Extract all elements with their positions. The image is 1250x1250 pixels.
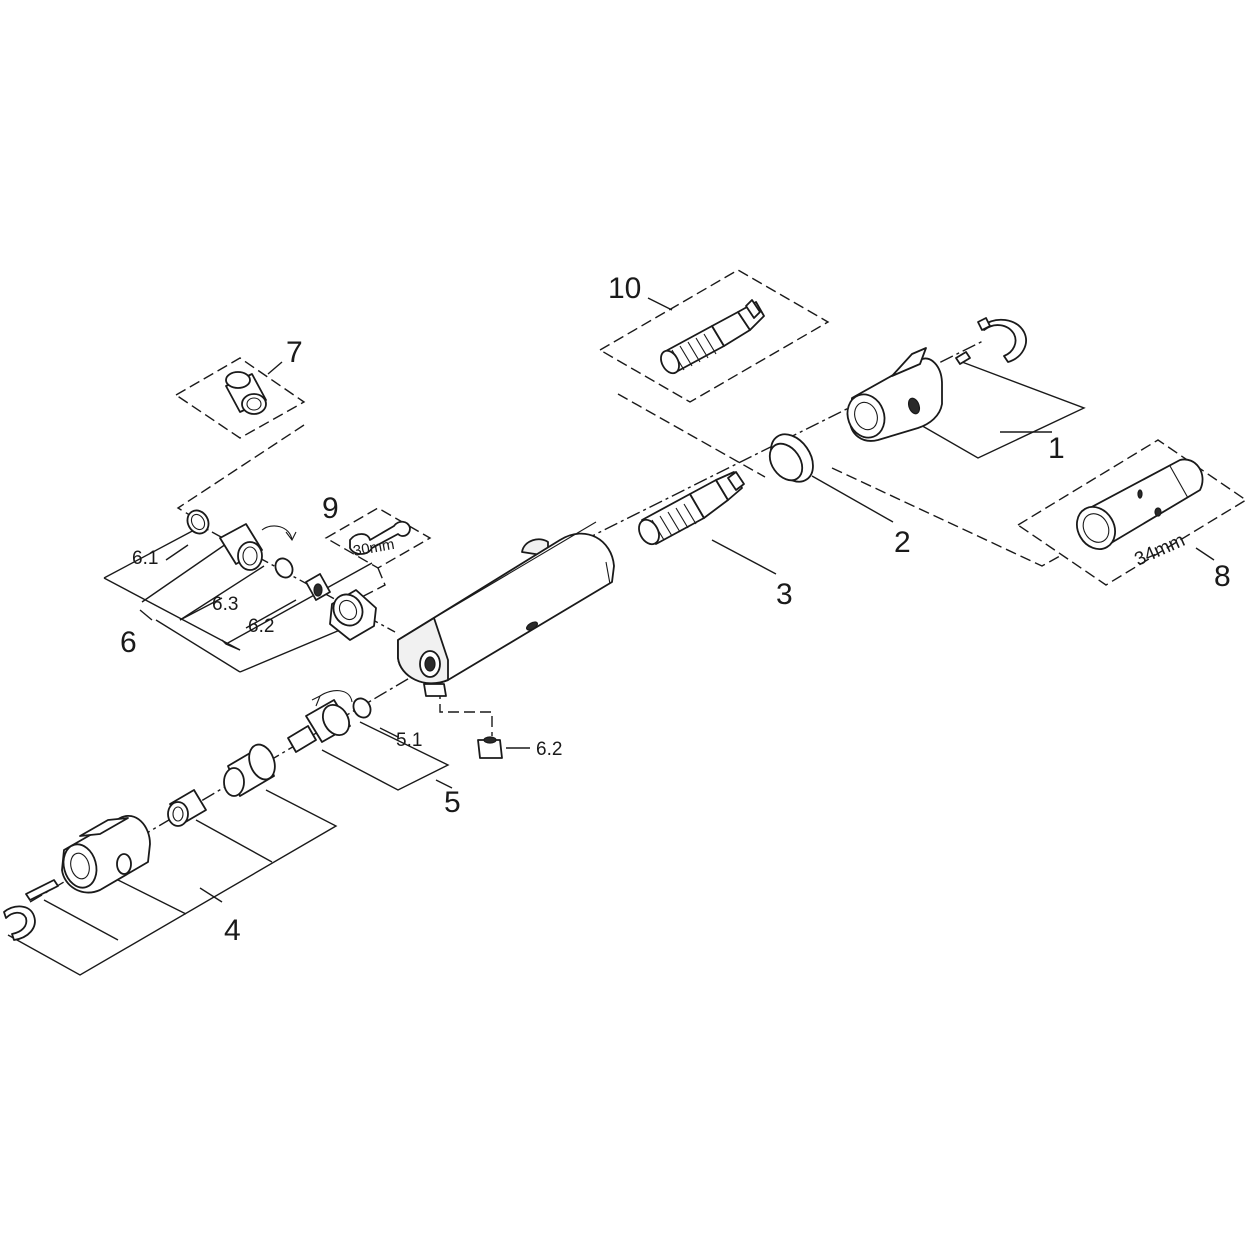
callout-3: 3	[776, 578, 793, 611]
part-6-2-check-valve	[305, 573, 331, 601]
part-1-handle	[846, 317, 1027, 442]
part-4-screw	[3, 879, 59, 941]
callout-5-1: 5.1	[396, 730, 422, 751]
callout-6: 6	[120, 626, 137, 659]
box-part-8	[1016, 439, 1248, 586]
callout-5: 5	[444, 786, 461, 819]
callout-2: 2	[894, 526, 911, 559]
part-6-1-filter	[186, 509, 210, 535]
part-9-wrench-icon	[349, 520, 411, 555]
part-5-cartridge	[287, 690, 353, 753]
callout-10: 10	[608, 272, 641, 305]
callout-8: 8	[1214, 560, 1231, 593]
axis-8-link	[831, 467, 1061, 567]
leader-lines	[7, 297, 1215, 976]
callout-6-3: 6.3	[212, 594, 238, 615]
axis-7-link	[176, 424, 305, 521]
main-body	[397, 521, 615, 697]
part-8-key	[1076, 458, 1204, 550]
box-part-7	[174, 357, 306, 439]
axis-9-link	[355, 567, 386, 601]
part-2-ring	[768, 433, 814, 483]
part-4-adapter	[223, 743, 276, 797]
part-7-connector	[225, 371, 267, 415]
part-4-handle	[61, 815, 151, 894]
axis-6-2-link	[439, 688, 493, 736]
part-6-nipple	[219, 523, 297, 571]
part-10-cartridge	[660, 299, 765, 375]
part-6-nut	[329, 589, 377, 641]
callout-9: 9	[322, 492, 339, 525]
part-3-cartridge	[638, 471, 745, 546]
callout-6-2-left: 6.2	[248, 616, 274, 637]
axis-10-link	[617, 393, 766, 478]
wrench-size-label: 30mm	[352, 536, 396, 560]
callout-6-1: 6.1	[132, 548, 158, 569]
part-6-2-check-valve-right	[477, 736, 503, 759]
callout-7: 7	[286, 336, 303, 369]
part-6-3-oring	[274, 557, 294, 579]
callout-4: 4	[224, 914, 241, 947]
box-part-10	[598, 269, 830, 403]
part-4-screen	[167, 789, 207, 827]
box-part-9	[324, 507, 432, 569]
key-size-label: 34mm	[1131, 530, 1188, 571]
callout-1: 1	[1048, 432, 1065, 465]
part-5-1-oring	[352, 697, 372, 719]
callout-6-2-right: 6.2	[536, 739, 562, 760]
